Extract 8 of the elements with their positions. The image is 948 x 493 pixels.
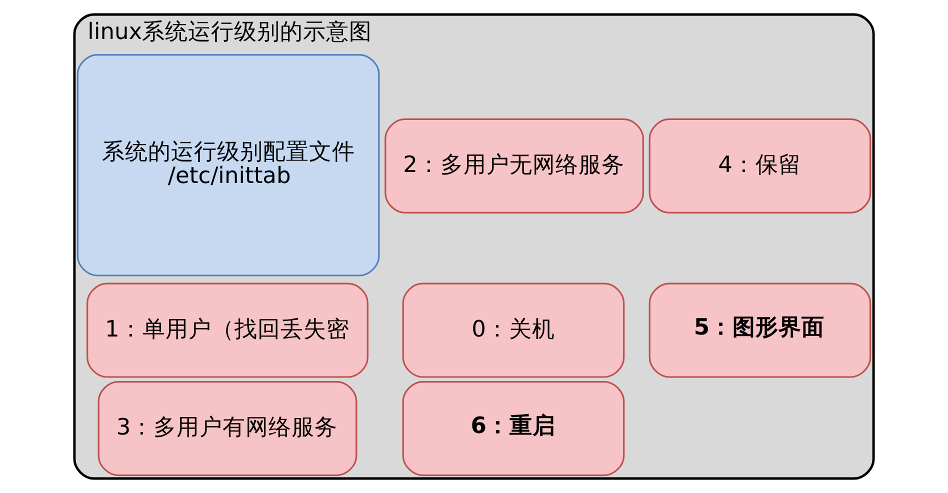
node-box: 4：保留 <box>648 118 872 214</box>
node-box: 3：多用户有网络服务 <box>98 381 358 476</box>
node-box: 1：单用户（找回丢失密 <box>86 282 368 378</box>
node-box: 6：重启 <box>402 381 625 476</box>
node-box: 0：关机 <box>402 282 625 378</box>
node-box: 系统的运行级别配置文件 /etc/inittab <box>76 54 380 276</box>
node-box: 2：多用户无网络服务 <box>384 118 644 214</box>
node-box: 5：图形界面 <box>648 282 872 378</box>
